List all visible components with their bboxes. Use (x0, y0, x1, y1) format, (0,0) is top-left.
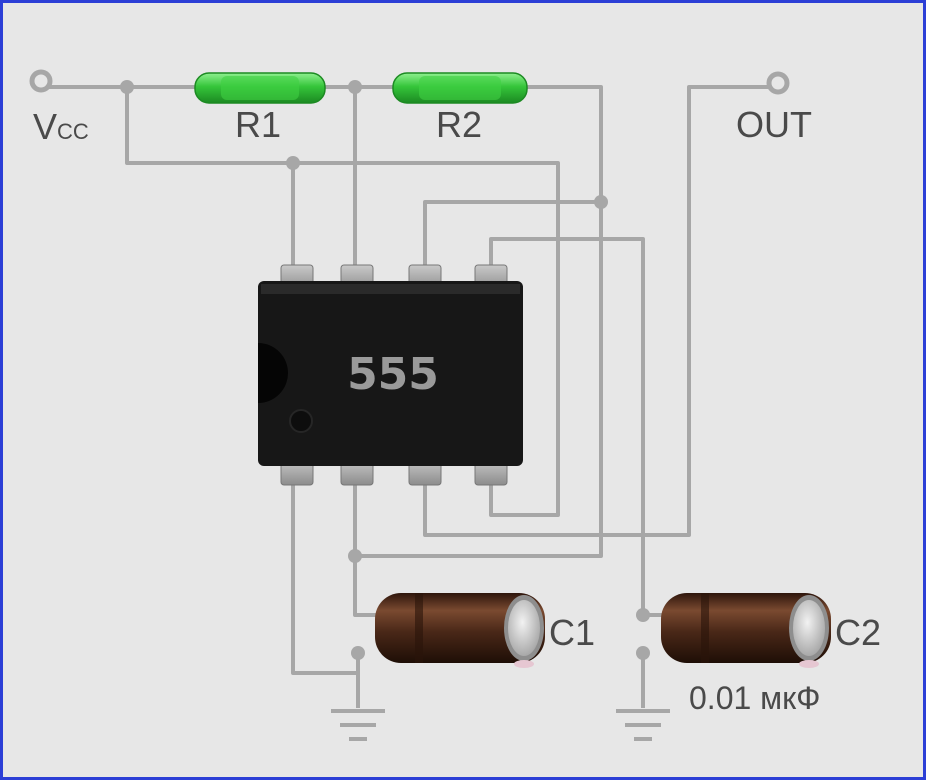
junction-dot (636, 608, 650, 622)
wires (41, 85, 778, 708)
out-wire (423, 85, 778, 537)
pin6-wire (423, 200, 601, 271)
out-label: OUT (736, 104, 812, 145)
ic-555 (258, 264, 523, 486)
chip-body (258, 281, 523, 466)
vcc-to-pin8-loop-wire (125, 87, 295, 271)
svg-text:VCC: VCC (33, 106, 89, 147)
resistor-r2 (392, 72, 528, 104)
pin8-to-pin4-wire (293, 161, 560, 517)
vcc-label: V (33, 106, 57, 147)
schematic-diagram: VCC OUT R1 R2 555 C1 C2 0.01 мкФ (29, 69, 881, 741)
ground-symbol-c2 (616, 709, 670, 741)
pin1-ground-wire (291, 483, 358, 675)
capacitor-c1 (375, 593, 545, 668)
junction-dot (348, 80, 362, 94)
chip-notch (258, 343, 288, 403)
c1-label: C1 (549, 612, 595, 653)
junction-dot (120, 80, 134, 94)
chip-label: 555 (347, 349, 439, 400)
pin2-to-c1-wire (353, 483, 381, 617)
junction-dot (351, 646, 365, 660)
r1-label: R1 (235, 104, 281, 145)
capacitor-c2 (661, 593, 831, 668)
junction-dot (636, 646, 650, 660)
threshold-trigger-wire (355, 202, 603, 558)
junctions (120, 80, 650, 660)
ground-symbol-c1 (331, 709, 385, 741)
c2-value-label: 0.01 мкФ (689, 680, 821, 716)
c2-label: C2 (835, 612, 881, 653)
junction-dot (594, 195, 608, 209)
vcc-subscript: CC (57, 119, 89, 144)
out-terminal (766, 71, 790, 95)
chip-pin1-dot (289, 409, 313, 433)
junction-dot (286, 156, 300, 170)
junction-dot (348, 549, 362, 563)
r2-label: R2 (436, 104, 482, 145)
resistor-r1 (194, 72, 326, 104)
vcc-terminal (29, 69, 53, 93)
